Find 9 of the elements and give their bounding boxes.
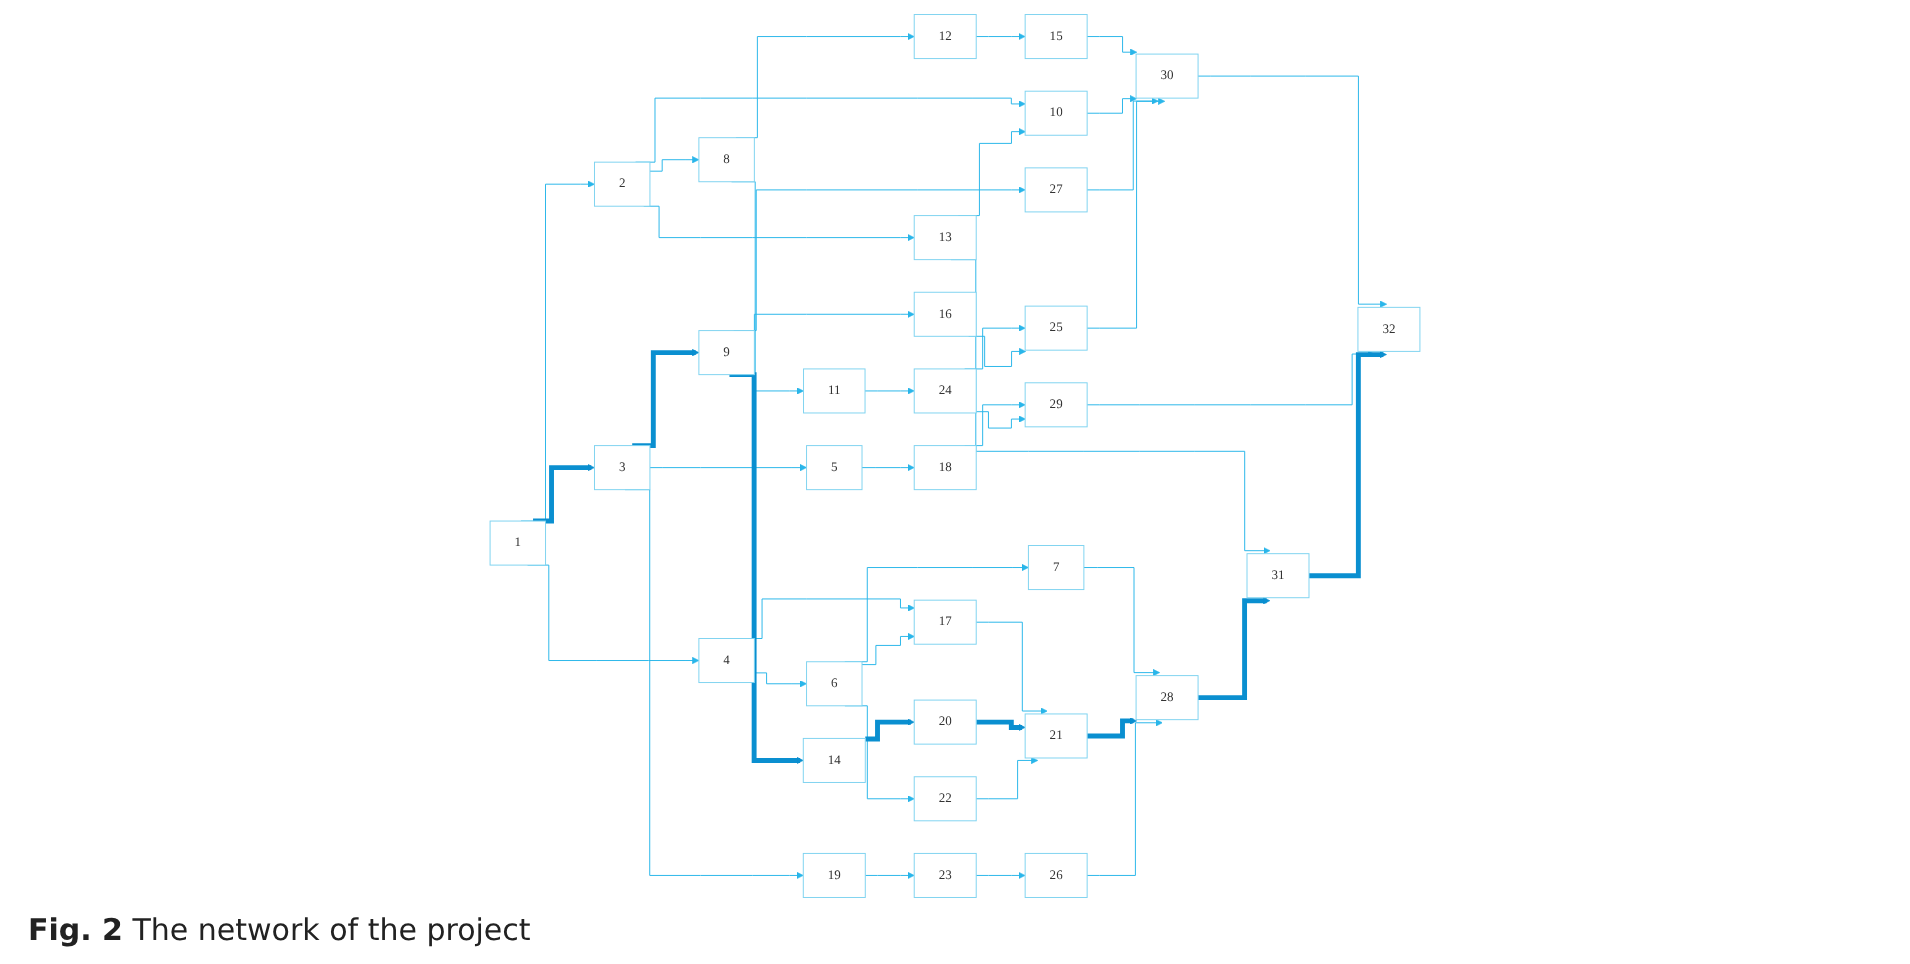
arrow xyxy=(1309,351,1387,579)
figure-caption: Fig. 2 The network of the project xyxy=(26,910,533,952)
arrow xyxy=(533,464,595,524)
arrow xyxy=(1087,717,1137,739)
arrow xyxy=(976,719,1026,731)
arrow xyxy=(632,349,700,449)
arrow xyxy=(729,372,804,765)
arrow xyxy=(865,718,915,742)
arrow xyxy=(1198,597,1271,701)
